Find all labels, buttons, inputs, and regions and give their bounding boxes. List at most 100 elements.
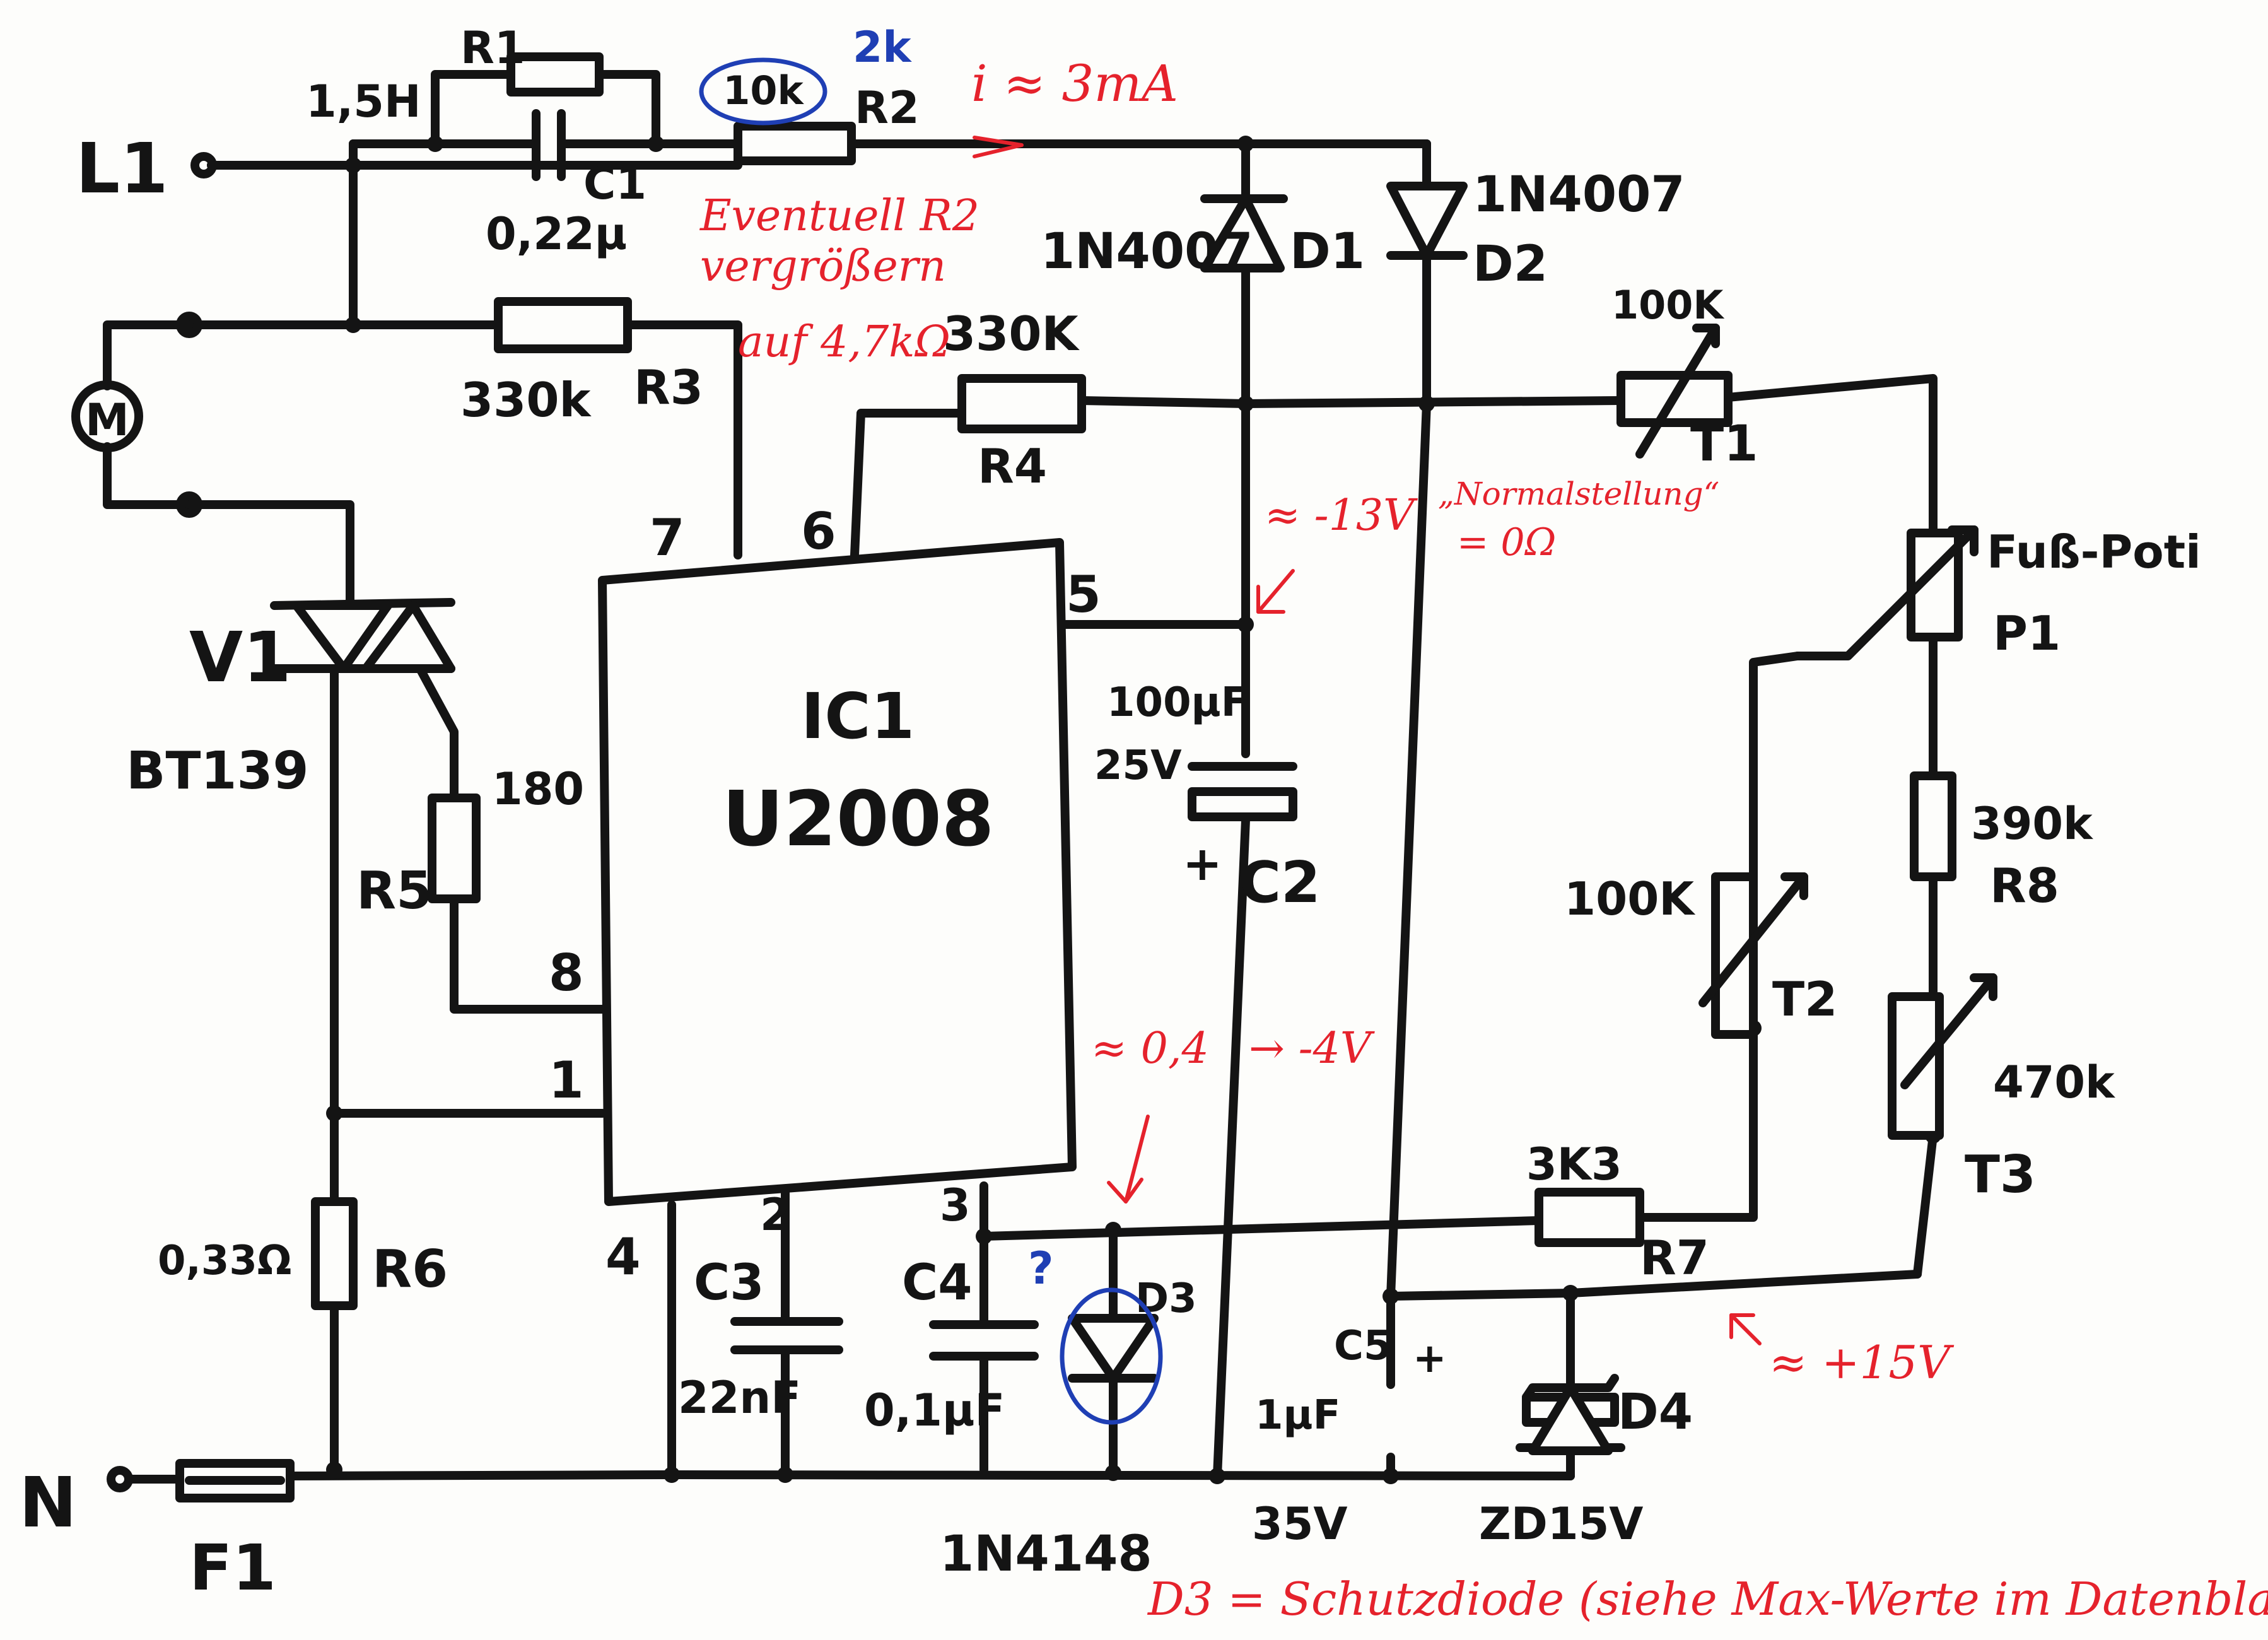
svg-text:1µF: 1µF [1255,1392,1340,1439]
svg-text:≈ 0,4: ≈ 0,4 [1091,1024,1209,1074]
svg-text:IC1: IC1 [801,679,915,753]
svg-text:3K3: 3K3 [1526,1139,1622,1190]
svg-text:330K: 330K [943,306,1080,361]
svg-text:T2: T2 [1772,971,1837,1027]
svg-text:R6: R6 [372,1239,448,1299]
resistor-r8: 390k R8 [1910,771,2093,913]
capacitor-c3: C3 22nF [678,1255,843,1424]
svg-text:180: 180 [492,763,584,815]
annotation-0-4v: ≈ 0,4 [1091,1024,1209,1204]
svg-text:0,1µF: 0,1µF [864,1385,1005,1436]
svg-text:25V: 25V [1094,742,1182,789]
svg-text:C4: C4 [902,1255,973,1311]
svg-text:390k: 390k [1971,798,2093,850]
blue-question-mark: ? [1028,1243,1054,1294]
svg-text:„Normalstellung“: „Normalstellung“ [1438,476,1719,512]
svg-text:L1: L1 [76,128,168,209]
svg-text:4: 4 [605,1227,641,1286]
svg-text:i ≈ 3mA: i ≈ 3mA [971,54,1178,113]
svg-text:6: 6 [801,502,836,561]
svg-text:C1: C1 [583,158,646,209]
svg-text:R2: R2 [855,82,920,134]
svg-text:R7: R7 [1640,1230,1709,1286]
svg-text:0,22µ: 0,22µ [486,208,627,260]
svg-text:≈ -13V: ≈ -13V [1265,491,1418,541]
resistor-r2: R2 10k [723,67,920,165]
svg-text:P1: P1 [1993,606,2060,661]
r2-value-mark: 2k [853,23,912,73]
svg-text:0,33Ω: 0,33Ω [158,1238,291,1284]
terminal-motor-b [176,491,202,518]
wires [103,70,1938,1484]
svg-text:R5: R5 [356,861,432,921]
svg-text:U2008: U2008 [722,776,994,864]
svg-text:D4: D4 [1618,1384,1693,1441]
trimmer-t1: 100K T1 [1611,282,1758,472]
ic1-u2008: IC1 U2008 7 6 5 8 1 4 2 3 [549,502,1101,1286]
svg-text:Fuß-Poti: Fuß-Poti [1987,525,2201,578]
resistor-r5: 180 R5 [356,763,584,921]
footnote-d3: D3 = Schutzdiode (siehe Max-Werte im Dat… [1147,1573,2268,1625]
svg-text:R4: R4 [978,438,1047,494]
annotation-r2-note: Eventuell R2 vergrößern auf 4,7kΩ [699,191,979,367]
triac-v1: V1 BT139 [126,598,455,801]
motor-symbol: M [71,380,143,452]
svg-text:22nF: 22nF [678,1372,801,1424]
svg-text:3: 3 [940,1180,971,1231]
svg-text:+: + [1413,1335,1447,1382]
svg-text:BT139: BT139 [126,741,309,801]
svg-text:2: 2 [760,1189,791,1241]
svg-text:= 0Ω: = 0Ω [1457,520,1556,565]
capacitor-c5: C5 + 1µF 35V [1252,1323,1625,1550]
annotation-minus-13v: ≈ -13V [1256,491,1418,614]
svg-text:1N4148: 1N4148 [940,1526,1152,1583]
svg-text:+: + [1183,836,1222,891]
svg-text:C5: C5 [1334,1323,1392,1369]
svg-text:D1: D1 [1290,223,1365,280]
svg-text:≈ +15V: ≈ +15V [1769,1336,1955,1389]
svg-text:C2: C2 [1239,850,1321,916]
svg-text:1: 1 [549,1051,584,1110]
annotation-current: i ≈ 3mA [971,54,1178,158]
terminal-l1: L1 [76,128,217,209]
terminal-motor-a [176,312,202,338]
diode-d1: 1N4007 D1 [1041,194,1365,280]
svg-text:330k: 330k [460,372,592,428]
capacitor-c4: C4 0,1µF [864,1255,1039,1436]
capacitor-c2: 100µF 25V + C2 [1094,679,1321,916]
svg-text:T1: T1 [1690,416,1758,472]
resistor-r1: R1 [460,22,604,97]
svg-text:R8: R8 [1990,858,2059,913]
resistor-r6: 0,33Ω R6 [158,1197,448,1310]
fuse-f1: F1 [175,1459,295,1605]
svg-text:R3: R3 [634,360,703,415]
annotation-normalstellung: „Normalstellung“ = 0Ω [1438,476,1719,565]
svg-text:Eventuell R2: Eventuell R2 [699,191,979,241]
svg-text:V1: V1 [189,617,291,698]
zener-diode-d4: D4 ZD15V [1479,1374,1693,1550]
blue-circle-d3 [1060,1287,1163,1425]
svg-text:M: M [85,394,129,446]
terminal-n: N [19,1462,133,1543]
svg-text:7: 7 [650,508,685,567]
diode-d3: D3 1N4148 [940,1275,1197,1583]
svg-text:D2: D2 [1473,236,1548,293]
inductor-value: 1,5H [306,76,421,127]
svg-text:vergrößern: vergrößern [700,242,946,291]
svg-text:T3: T3 [1965,1145,2036,1205]
annotation-minus-4v: → -4V [1249,1024,1375,1074]
svg-text:D3: D3 [1135,1275,1197,1322]
resistor-r7: 3K3 R7 [1526,1139,1709,1286]
trimmer-t2: 100K T2 [1564,872,1837,1039]
svg-text:N: N [19,1462,77,1543]
svg-text:5: 5 [1066,565,1101,624]
diode-d2: 1N4007 D2 [1386,167,1685,293]
svg-text:1N4007: 1N4007 [1041,223,1253,280]
blue-circle-r2-value [699,57,827,126]
annotation-plus-15v: ≈ +15V [1729,1313,1955,1389]
trimmer-t3: 470k T3 [1888,973,2115,1205]
svg-text:100K: 100K [1564,872,1695,925]
svg-text:10k: 10k [723,67,804,114]
svg-text:35V: 35V [1252,1498,1348,1550]
